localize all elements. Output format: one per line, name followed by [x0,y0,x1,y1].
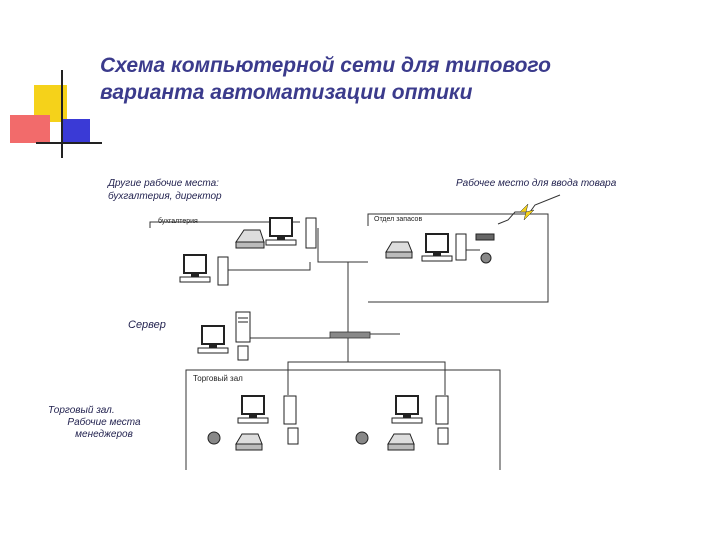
cable-accounting-pc2 [226,262,311,271]
deco-vertical-line [61,70,63,158]
scanner-warehouse [475,233,495,241]
label-server: Сервер [128,319,166,331]
printer-warehouse [385,241,413,259]
computer-warehouse [421,233,467,262]
title-line-1: Схема компьютерной сети для типового [100,54,551,77]
computer-trade-hall-2 [391,395,449,425]
barcode-reader-warehouse [480,252,492,264]
label-goods-input: Рабочее место для ввода товара [456,178,617,189]
cash-register-trade-hall-2 [437,427,449,445]
ups-server [237,345,249,361]
room-label-trade-hall: Торговый зал [193,374,243,383]
trade-hall-room-outline [185,369,501,470]
cable-trade-hall-right [348,361,446,395]
title-line-2: варианта автоматизации оптики [100,81,473,104]
printer-accounting [235,229,265,249]
wireless-link [497,194,561,225]
label-other-workplaces-line2: бухгалтерия, директор [108,191,222,202]
label-sales-hall: Торговый зал. Рабочие места менеджеров [48,405,160,441]
computer-accounting-1 [265,217,317,249]
customer-icon-trade-hall-1 [207,431,221,445]
deco-horizontal-line [36,142,102,144]
cable-trade-hall [287,338,349,395]
wireless-bolt [519,203,535,221]
printer-trade-hall-2 [387,433,415,451]
slide-title: Схема компьютерной сети для типового вар… [100,52,700,106]
accounting-room-outline [149,221,300,228]
network-switch [329,331,371,339]
cable-accounting-pc1 [317,228,348,263]
room-label-warehouse: Отдел запасов [374,216,423,223]
label-sales-hall-line3: менеджеров [75,429,133,440]
label-sales-hall-line2: Рабочие места [67,417,141,428]
computer-trade-hall-1 [237,395,297,425]
label-other-workplaces: Другие рабочие места: бухгалтерия, дирек… [108,177,222,203]
server-tower [235,311,251,343]
deco-blue-square [62,119,90,143]
printer-trade-hall-1 [235,433,263,451]
computer-server [197,325,229,354]
deco-red-square [10,115,50,143]
label-sales-hall-line1: Торговый зал. [48,405,115,416]
cash-register-trade-hall-1 [287,427,299,445]
computer-accounting-2 [179,254,229,286]
label-other-workplaces-line1: Другие рабочие места: [108,178,219,189]
customer-icon-trade-hall-2 [355,431,369,445]
warehouse-room-outline [367,213,549,303]
